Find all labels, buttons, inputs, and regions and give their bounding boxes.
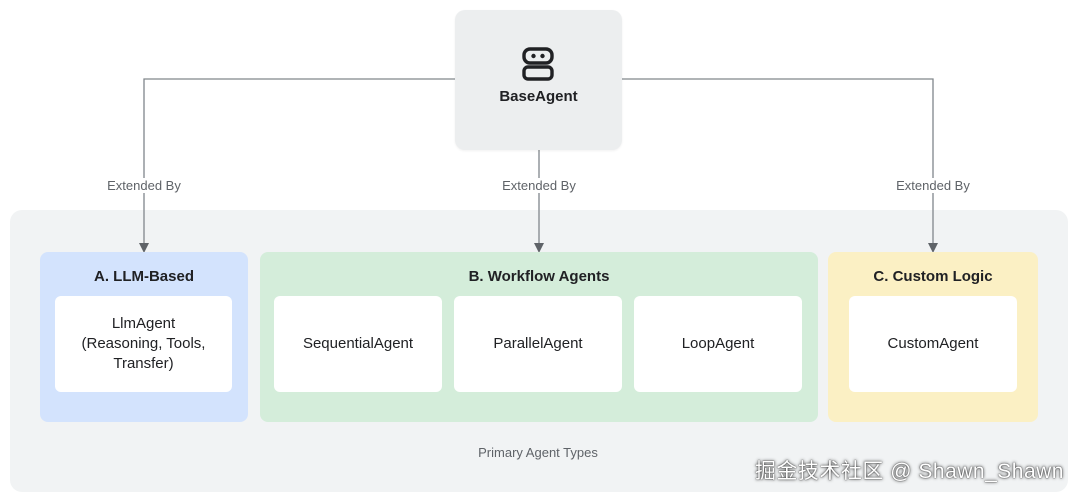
connector-right bbox=[622, 78, 938, 253]
edge-label-center: Extended By bbox=[479, 178, 599, 193]
edge-label-left: Extended By bbox=[84, 178, 204, 193]
edge-label-right: Extended By bbox=[873, 178, 993, 193]
watermark-text: 掘金技术社区 @ Shawn_Shawn bbox=[754, 460, 1064, 483]
card-loop-agent: LoopAgent bbox=[634, 296, 802, 392]
card-custom-agent: CustomAgent bbox=[849, 296, 1017, 392]
robot-icon bbox=[522, 47, 554, 81]
card-llm-agent: LlmAgent (Reasoning, Tools, Transfer) bbox=[55, 296, 232, 392]
group-llm-based-title: A. LLM-Based bbox=[93, 268, 194, 285]
base-agent-label: BaseAgent bbox=[499, 88, 578, 105]
panel-caption: Primary Agent Types bbox=[478, 445, 598, 460]
card-sequential-agent: SequentialAgent bbox=[274, 296, 442, 392]
group-custom-logic-title: C. Custom Logic bbox=[873, 268, 993, 285]
group-workflow-agents-title: B. Workflow Agents bbox=[468, 268, 610, 285]
connector-left bbox=[139, 78, 455, 253]
card-parallel-agent: ParallelAgent bbox=[454, 296, 622, 392]
